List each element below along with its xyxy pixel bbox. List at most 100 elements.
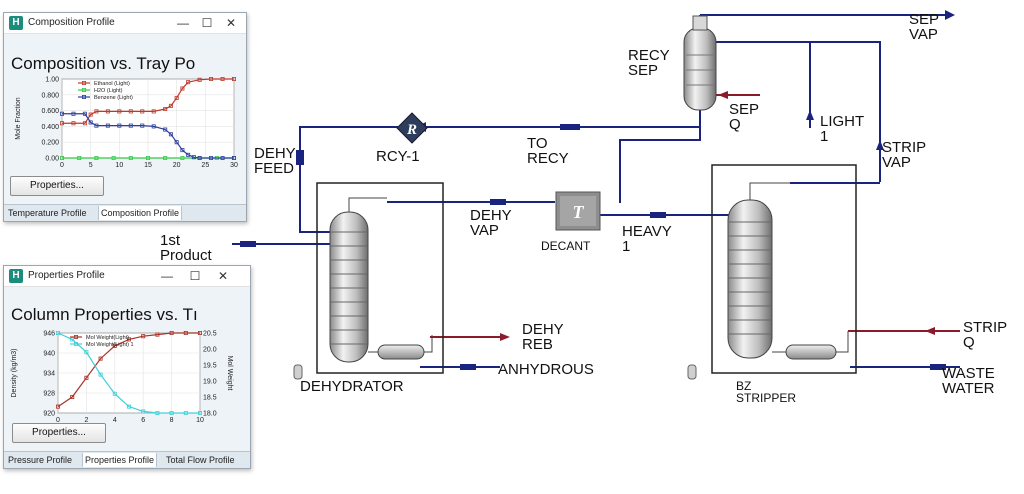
series-point — [186, 80, 191, 85]
arrow-first-product — [240, 241, 256, 247]
arrow-sep-q — [718, 91, 728, 99]
series-point — [88, 120, 93, 125]
series-point — [231, 77, 236, 82]
y2-tick-label: 20.5 — [203, 331, 217, 338]
legend-label: Benzene (Light) — [94, 95, 133, 101]
tab-properties-profile[interactable]: Properties Profile — [82, 453, 158, 467]
series-point — [128, 109, 133, 114]
series-point — [105, 109, 110, 114]
minimize-button[interactable]: — — [177, 16, 189, 30]
series-point — [183, 331, 188, 336]
series-point — [60, 121, 65, 126]
minimize-button[interactable]: — — [161, 269, 173, 283]
label-dehy-vap: DEHY VAP — [470, 207, 512, 239]
series-point — [111, 156, 116, 161]
maximize-button[interactable]: ☐ — [201, 16, 213, 30]
label-sep-q: SEP Q — [729, 101, 760, 133]
series-point — [141, 409, 146, 414]
properties-tabs: Pressure Profile Properties Profile Tota… — [4, 451, 250, 468]
legend-marker — [82, 81, 87, 86]
close-button[interactable]: ✕ — [217, 269, 229, 283]
series-point — [140, 109, 145, 114]
arrow-strip-q — [925, 327, 935, 335]
series-point — [141, 334, 146, 339]
series-point — [128, 156, 133, 161]
series-point — [163, 127, 168, 132]
x-tick-label: 5 — [89, 162, 93, 169]
y-tick-label: 920 — [43, 411, 55, 418]
series-point — [183, 411, 188, 416]
x-tick-label: 20 — [173, 162, 181, 169]
series-point — [197, 77, 202, 82]
series-point — [180, 156, 185, 161]
series-point — [168, 103, 173, 108]
recy-sep-vessel — [683, 15, 717, 111]
close-button[interactable]: ✕ — [225, 16, 237, 30]
series-point — [220, 156, 225, 161]
stream-strip-vap — [810, 41, 881, 182]
tab-total-flow-profile[interactable]: Total Flow Profile — [166, 455, 235, 465]
arrow-dehy-vap — [490, 199, 506, 205]
label-light-1: LIGHT 1 — [820, 113, 865, 145]
series-point — [84, 375, 89, 380]
properties-titlebar[interactable]: H Properties Profile — ☐ ✕ — [4, 266, 250, 287]
series-point — [94, 156, 99, 161]
properties-button[interactable]: Properties... — [12, 423, 106, 443]
series-point — [70, 395, 75, 400]
y2-tick-label: 20.0 — [203, 347, 217, 354]
bz-stripper-unit — [711, 164, 857, 374]
x-tick-label: 4 — [113, 417, 117, 424]
chart-heading: Column Properties vs. Tı — [11, 305, 198, 324]
window-title: Composition Profile — [28, 17, 115, 28]
series-point — [169, 411, 174, 416]
series-point — [220, 77, 225, 82]
series-line-0 — [62, 78, 234, 124]
arrow-anhydrous — [460, 364, 476, 370]
series-point — [71, 121, 76, 126]
app-icon: H — [9, 269, 23, 283]
series-point — [151, 109, 156, 114]
label-bz-stripper: BZ STRIPPER — [736, 379, 797, 405]
series-point — [117, 109, 122, 114]
series-point — [168, 132, 173, 137]
rcy-1-block: R — [396, 112, 428, 144]
tab-temperature-profile[interactable]: Temperature Profile — [8, 208, 87, 218]
properties-button[interactable]: Properties... — [10, 176, 104, 196]
series-point — [84, 350, 89, 355]
y-tick-label: 1.00 — [45, 77, 59, 84]
decant-symbol: T — [573, 202, 585, 222]
arrow-dehy-reb — [500, 333, 510, 341]
arrow-waste-water — [930, 364, 946, 370]
series-point — [98, 356, 103, 361]
y2-tick-label: 19.0 — [203, 379, 217, 386]
arrow-strip-vap — [876, 140, 884, 150]
y2-tick-label: 18.5 — [203, 395, 217, 402]
series-point — [191, 155, 196, 160]
tab-pressure-profile[interactable]: Pressure Profile — [8, 455, 73, 465]
tab-composition-profile[interactable]: Composition Profile — [98, 206, 183, 220]
series-point — [112, 343, 117, 348]
series-point — [82, 121, 87, 126]
label-heavy-1: HEAVY 1 — [622, 223, 672, 255]
series-point — [94, 109, 99, 114]
y-tick-label: 0.800 — [41, 92, 59, 99]
arrow-dehy-feed — [296, 150, 304, 165]
series-line-2 — [62, 113, 234, 159]
series-point — [94, 123, 99, 128]
label-sep-vap: SEP VAP — [909, 11, 940, 43]
composition-titlebar[interactable]: H Composition Profile — ☐ ✕ — [4, 13, 246, 34]
decant-block: T — [555, 191, 601, 231]
legend-label: H2O (Light) — [94, 88, 123, 94]
composition-profile-window[interactable]: H Composition Profile — ☐ ✕ Composition … — [3, 12, 247, 222]
y-tick-label: 946 — [43, 331, 55, 338]
label-anhydrous: ANHYDROUS — [498, 361, 594, 378]
series-point — [145, 156, 150, 161]
lock-glyph-stripper — [687, 364, 697, 380]
series-point — [180, 148, 185, 153]
properties-profile-window[interactable]: H Properties Profile — ☐ ✕ Column Proper… — [3, 265, 251, 469]
maximize-button[interactable]: ☐ — [189, 269, 201, 283]
series-point — [174, 140, 179, 145]
x-tick-label: 2 — [84, 417, 88, 424]
